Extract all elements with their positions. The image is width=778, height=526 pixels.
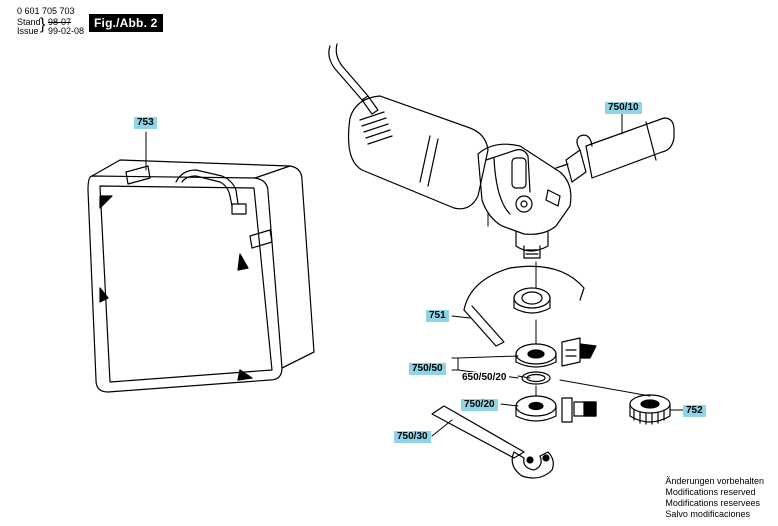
notice-line-es: Salvo modificaciones (665, 509, 750, 519)
spanner-illustration (431, 405, 554, 479)
callout-750-50: 750/50 (409, 363, 446, 375)
notice-line-fr: Modifications reservees (665, 498, 760, 508)
callout-750-10: 750/10 (605, 102, 642, 114)
stand-date: 98-07 (48, 17, 72, 27)
issue-label: Issue (17, 26, 39, 36)
wheel-guard-illustration (463, 265, 585, 347)
notice-line-en: Modifications reserved (665, 487, 756, 497)
notice-line-de: Änderungen vorbehalten (665, 476, 764, 486)
callout-753: 753 (134, 117, 157, 129)
outer-flange-illustration (515, 395, 597, 423)
carrying-case-illustration (87, 159, 315, 393)
callout-750-30: 750/30 (394, 431, 431, 443)
leader-lines (145, 113, 685, 437)
flange-group-illustration (515, 337, 597, 385)
brace-glyph: } (40, 16, 46, 33)
modifications-notice: Änderungen vorbehalten Modifications res… (665, 476, 764, 520)
angle-grinder-illustration (328, 43, 572, 259)
issue-date: 99-02-08 (48, 26, 85, 36)
callout-752: 752 (683, 405, 706, 417)
callout-750-20: 750/20 (461, 399, 498, 411)
quick-nut-illustration (629, 394, 671, 425)
part-number: 0 601 705 703 (17, 6, 75, 16)
callout-650-50-20: 650/50/20 (460, 372, 509, 384)
auxiliary-handle-illustration (555, 117, 675, 183)
stand-label: Stand (17, 17, 41, 27)
figure-label: Fig./Abb. 2 (89, 14, 163, 32)
callout-751: 751 (426, 310, 449, 322)
